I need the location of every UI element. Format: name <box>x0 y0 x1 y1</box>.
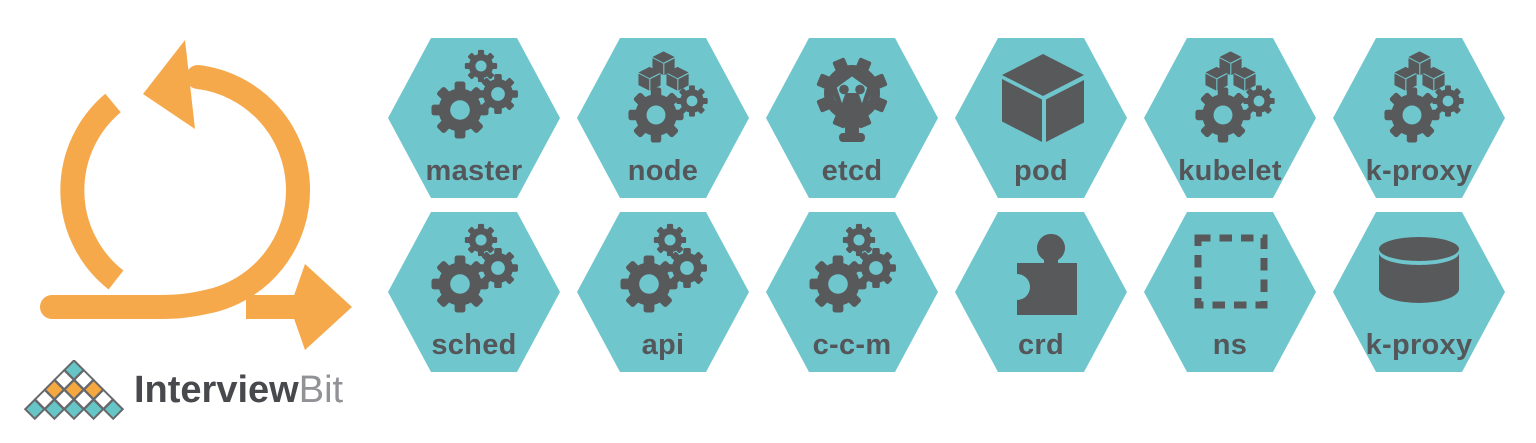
hexagon-node: node <box>577 38 749 198</box>
logo-pyramid-diamond <box>102 398 124 421</box>
cube-icon <box>991 49 1091 149</box>
dashed-square-icon <box>1180 223 1280 323</box>
hexagon-label: k-proxy <box>1365 155 1473 187</box>
hexagon-label: crd <box>1017 329 1065 361</box>
logo-pyramid-rows <box>24 360 124 421</box>
hexagon-api: api <box>577 212 749 372</box>
hexagon-master: master <box>388 38 560 198</box>
cubes-and-gears-icon <box>1180 49 1280 149</box>
database-cylinder-icon <box>1369 223 1469 323</box>
logo-wordmark: InterviewBit <box>134 369 343 412</box>
hexagon-sched: sched <box>388 212 560 372</box>
cubes-and-gears-icon <box>613 49 713 149</box>
hexagon-label: c-c-m <box>812 329 892 361</box>
hexagon-label: master <box>425 155 523 187</box>
hexagon-label: etcd <box>821 155 883 187</box>
logo-pyramid-diamond <box>63 398 85 421</box>
logo-pyramid-icon <box>24 360 124 421</box>
hexagon-label: api <box>641 329 685 361</box>
logo-text-bit: Bit <box>298 369 344 411</box>
hexagon-label: k-proxy <box>1365 329 1473 361</box>
logo-pyramid-diamond <box>82 398 105 421</box>
hexagon-ns: ns <box>1144 212 1316 372</box>
hexagon-label: kubelet <box>1178 155 1282 187</box>
cubes-and-gears-icon <box>1369 49 1469 149</box>
hexagon-label: pod <box>1013 155 1069 187</box>
loop-arrowhead-right <box>290 264 352 350</box>
gears-icon <box>613 223 713 323</box>
loop-arrowhead-left <box>143 40 195 129</box>
agile-sprint-loop-icon <box>40 40 352 350</box>
hexagon-crd: crd <box>955 212 1127 372</box>
interviewbit-logo: InterviewBit <box>24 360 343 421</box>
logo-pyramid-diamond <box>43 398 66 421</box>
gears-icon <box>424 223 524 323</box>
etcd-gear-face-icon <box>802 49 902 149</box>
hexagon-kubelet: kubelet <box>1144 38 1316 198</box>
logo-pyramid-diamond <box>24 398 46 421</box>
puzzle-piece-icon <box>991 223 1091 323</box>
hexagon-k-proxy-2: k-proxy <box>1333 212 1505 372</box>
gears-icon <box>802 223 902 323</box>
gears-icon <box>424 49 524 149</box>
hexagon-label: node <box>627 155 699 187</box>
hexagon-pod: pod <box>955 38 1127 198</box>
hexagon-grid: master node etcd pod kubelet k-proxy sch… <box>388 38 1505 372</box>
hexagon-etcd: etcd <box>766 38 938 198</box>
hexagon-c-c-m: c-c-m <box>766 212 938 372</box>
logo-text-interview: Interview <box>134 369 299 411</box>
hexagon-label: ns <box>1212 329 1248 361</box>
hexagon-k-proxy-1: k-proxy <box>1333 38 1505 198</box>
hexagon-label: sched <box>431 329 517 361</box>
